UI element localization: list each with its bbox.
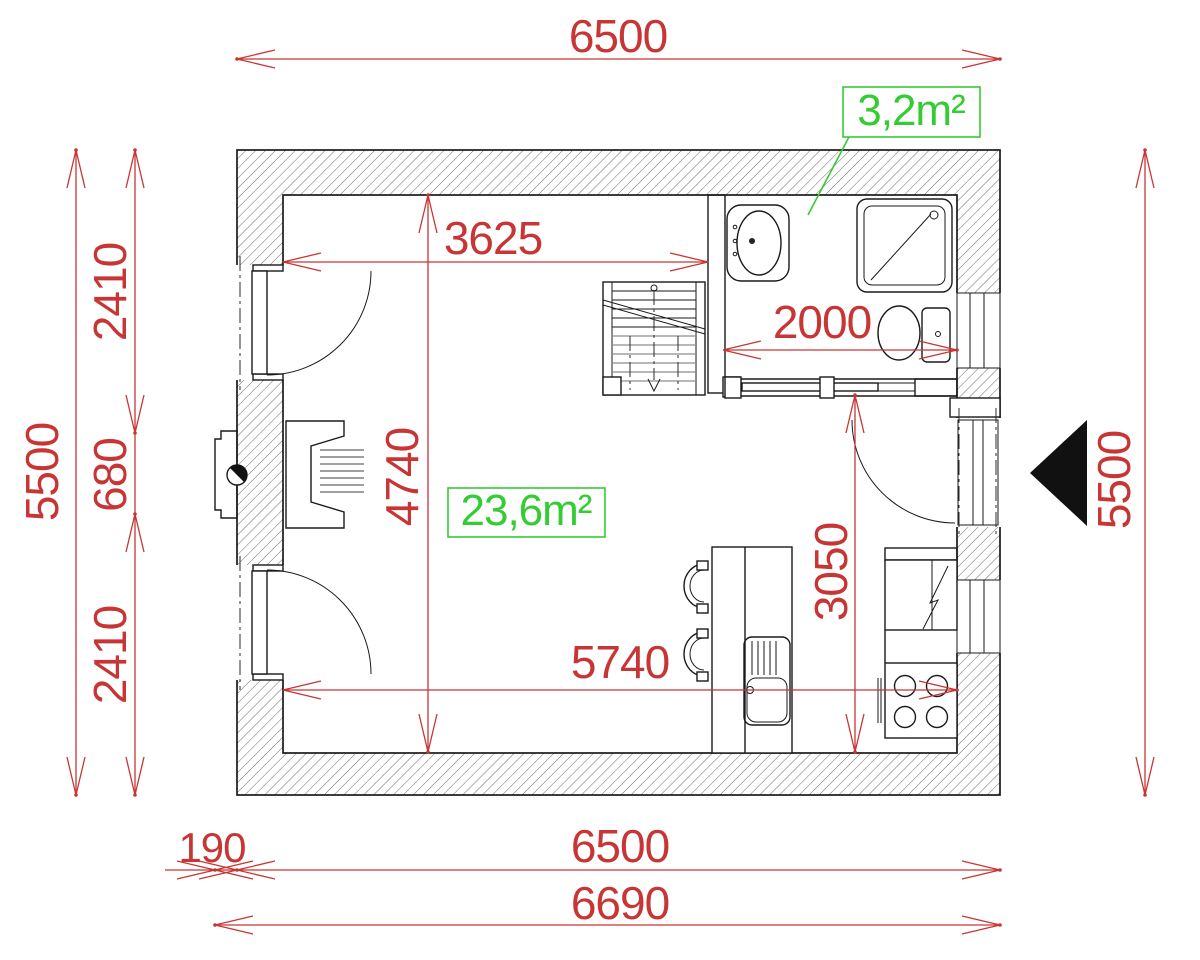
dim-label: 3050 bbox=[805, 523, 857, 621]
dim-interior-width: 3625 bbox=[282, 212, 709, 272]
chimney bbox=[214, 430, 248, 519]
door-leaf bbox=[251, 570, 268, 675]
dim-kitchen-height: 3050 bbox=[805, 393, 865, 754]
dim-label: 3625 bbox=[444, 212, 542, 264]
kitchen-window bbox=[956, 579, 1001, 654]
area-value: 23,6m² bbox=[461, 486, 592, 535]
shower-tray bbox=[856, 198, 953, 293]
bathroom-sink bbox=[726, 204, 790, 282]
dim-label: 6690 bbox=[571, 877, 669, 929]
door-swing-arc bbox=[266, 569, 372, 675]
entrance-arrow-icon bbox=[1030, 420, 1087, 526]
sliding-door bbox=[724, 376, 915, 399]
dim-label: 190 bbox=[178, 824, 245, 871]
main-room-area-label: 23,6m² bbox=[447, 486, 606, 538]
dim-label: 6500 bbox=[571, 820, 669, 872]
left-door-bottom bbox=[236, 556, 372, 690]
burner-icon bbox=[893, 705, 917, 729]
dim-bottom-width: 190 6500 bbox=[165, 820, 1002, 880]
dim-label: 5500 bbox=[1088, 431, 1140, 529]
stove bbox=[877, 662, 958, 739]
dim-label: 2410 bbox=[84, 243, 136, 341]
stairs bbox=[602, 281, 706, 396]
kitchen-island bbox=[711, 546, 793, 754]
burner-icon bbox=[893, 674, 917, 698]
dim-label: 6500 bbox=[569, 10, 667, 62]
door-swing-arc bbox=[851, 419, 956, 524]
area-labels: 3,2m² 23,6m² bbox=[447, 86, 981, 538]
sliding-door-panel bbox=[741, 382, 879, 392]
dim-label: 2000 bbox=[773, 296, 871, 348]
bar-chair bbox=[683, 628, 709, 682]
dim-label: 2410 bbox=[84, 606, 136, 704]
entrance-door bbox=[851, 367, 1001, 537]
burner-icon bbox=[925, 705, 949, 729]
dim-label: 4740 bbox=[376, 428, 428, 526]
area-value: 3,2m² bbox=[857, 86, 965, 135]
bathroom-window bbox=[956, 292, 1001, 369]
kitchen-duct-wall bbox=[884, 547, 958, 561]
dim-label: 5740 bbox=[571, 636, 669, 688]
dim-interior-height: 4740 bbox=[376, 193, 438, 754]
left-door-top bbox=[236, 256, 372, 390]
dim-left-chain: 2410 680 2410 bbox=[84, 148, 145, 797]
dim-label: 680 bbox=[84, 438, 136, 512]
stair-break-line bbox=[602, 299, 706, 330]
burner-icon bbox=[925, 674, 949, 698]
bathroom-area-label: 3,2m² bbox=[807, 86, 981, 216]
dim-right-total: 5500 bbox=[1088, 148, 1155, 797]
door-swing-arc bbox=[266, 270, 372, 376]
toilet bbox=[877, 305, 951, 363]
dim-top-width: 6500 bbox=[235, 10, 1002, 69]
dim-left-total: 5500 bbox=[16, 148, 86, 797]
fridge bbox=[884, 559, 958, 631]
lightning-icon bbox=[922, 565, 949, 630]
fireplace bbox=[285, 420, 364, 529]
dim-kitchen-width: 5740 bbox=[282, 636, 959, 700]
dim-label: 5500 bbox=[16, 423, 68, 521]
dimension-lines: 6500 3625 2000 4740 5740 bbox=[16, 10, 1155, 935]
door-leaf bbox=[251, 270, 268, 375]
down-arrow-icon bbox=[647, 378, 661, 393]
dim-bottom-total: 6690 bbox=[213, 877, 1002, 935]
dim-bathroom-width: 2000 bbox=[722, 296, 959, 360]
kitchen-sink bbox=[743, 636, 791, 726]
bar-chair bbox=[683, 560, 709, 614]
